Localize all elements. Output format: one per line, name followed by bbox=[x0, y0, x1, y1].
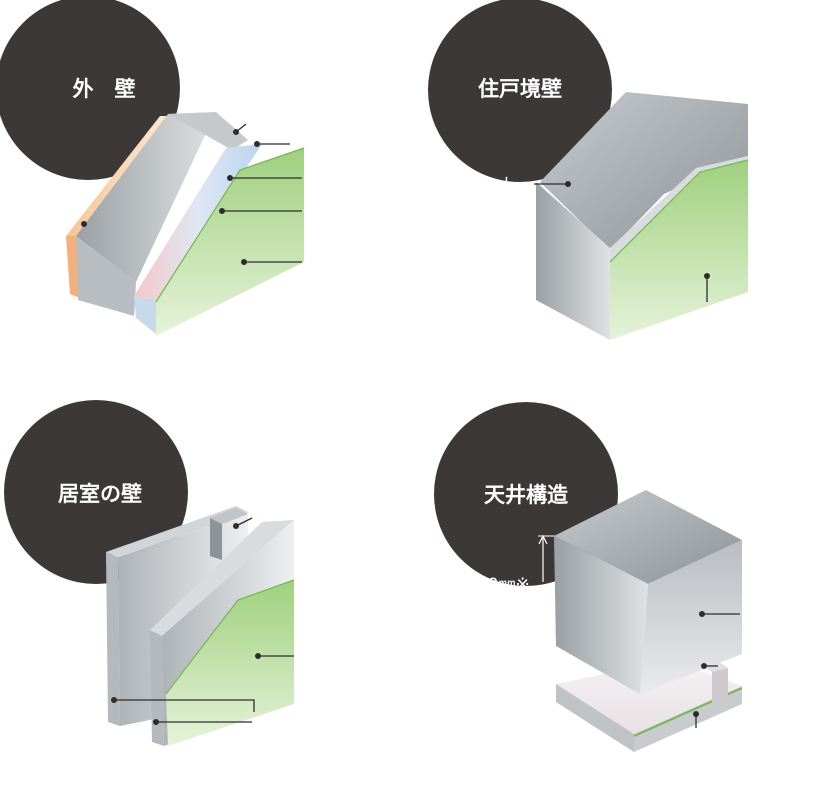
panel-party-wall: 住戸境壁 リート bbox=[428, 0, 748, 340]
dimension-label: 180㎜※ bbox=[466, 575, 530, 595]
title-party-wall: 住戸境壁 bbox=[478, 77, 562, 101]
panel-exterior-wall: 外 壁 bbox=[0, 0, 304, 336]
panel-ceiling-structure: 天井構造 180㎜※ bbox=[434, 402, 742, 752]
title-ceiling-structure: 天井構造 bbox=[484, 483, 569, 507]
annotation-party-wall: リート bbox=[466, 175, 517, 195]
ceiling-illustration bbox=[554, 490, 742, 752]
title-room-wall: 居室の壁 bbox=[58, 482, 142, 506]
panel-room-wall: 居室の壁 bbox=[4, 400, 294, 746]
title-exterior-wall: 外 壁 bbox=[73, 77, 136, 101]
